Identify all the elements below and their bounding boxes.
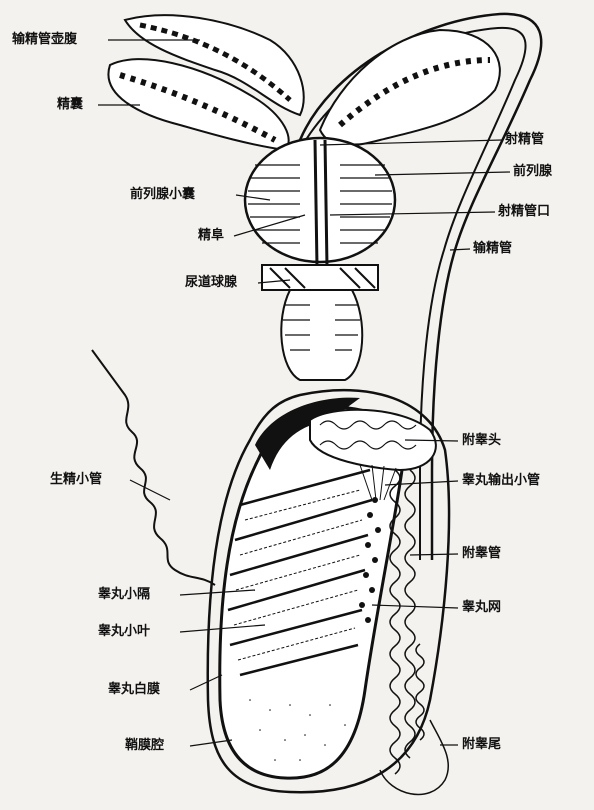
label-prostatic-utricle: 前列腺小囊 xyxy=(130,187,195,203)
label-epididymal-duct: 附睾管 xyxy=(462,546,501,562)
label-ampulla: 输精管壶腹 xyxy=(12,32,77,48)
label-tunica-vaginalis-cavity: 鞘膜腔 xyxy=(125,738,164,754)
label-efferent-ductules: 睾丸输出小管 xyxy=(462,473,540,489)
label-prostate: 前列腺 xyxy=(513,164,552,180)
seminiferous-tubule-thread xyxy=(92,350,215,585)
label-vas-deferens: 输精管 xyxy=(473,241,512,257)
label-tunica-albuginea: 睾丸白膜 xyxy=(108,682,160,698)
seminal-vesicle-right xyxy=(320,30,500,146)
label-ejaculatory-duct-orifice: 射精管口 xyxy=(498,204,550,220)
label-epididymis-tail: 附睾尾 xyxy=(462,737,501,753)
label-rete-testis: 睾丸网 xyxy=(462,600,501,616)
label-seminiferous-tubule: 生精小管 xyxy=(50,472,102,488)
label-epididymis-head: 附睾头 xyxy=(462,433,501,449)
label-testicular-septum: 睾丸小隔 xyxy=(98,587,150,603)
label-testicular-lobule: 睾丸小叶 xyxy=(98,624,150,640)
label-seminal-colliculus: 精阜 xyxy=(198,228,224,244)
label-seminal-vesicle: 精囊 xyxy=(57,97,83,113)
label-ejaculatory-duct: 射精管 xyxy=(505,132,544,148)
label-bulbourethral-gland: 尿道球腺 xyxy=(185,275,237,291)
